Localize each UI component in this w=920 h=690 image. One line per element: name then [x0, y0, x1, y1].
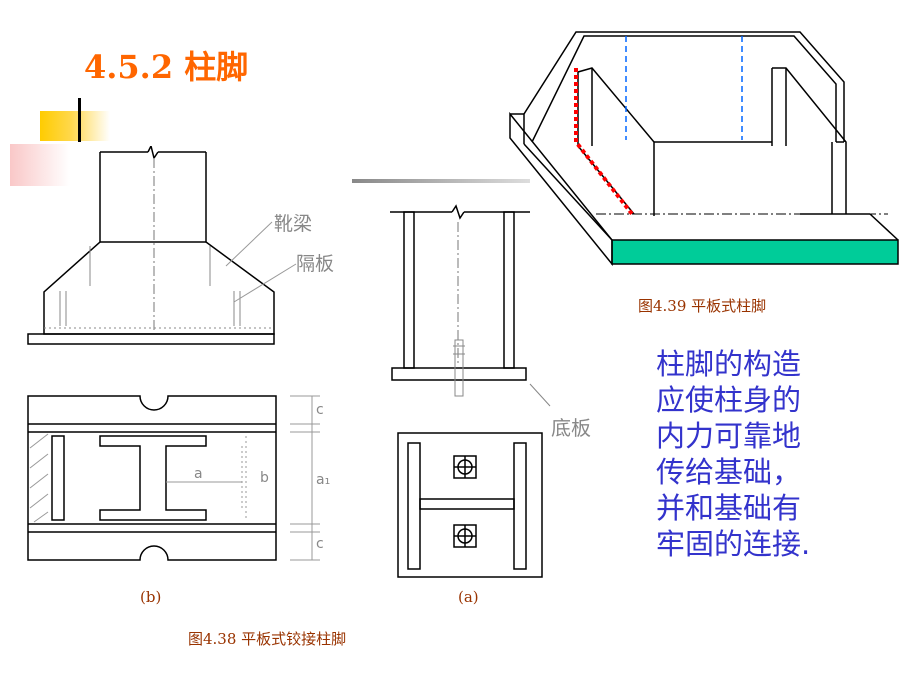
base-plate-label: 底板	[551, 416, 591, 440]
description-line: 柱脚的构造	[656, 347, 802, 381]
description-line: 传给基础，	[656, 455, 802, 489]
slide-title: 4.5.2 柱脚	[84, 48, 249, 86]
accent-shade	[10, 144, 70, 186]
column-base-elevation-drawing: 靴梁 隔板	[27, 146, 334, 345]
accent-divider	[78, 98, 81, 142]
boot-beam-label: 靴梁	[274, 213, 312, 235]
dimension-a-label: a	[194, 466, 203, 482]
column-base-elevation-drawing-a	[390, 204, 551, 407]
column-base-3d-drawing	[509, 31, 899, 267]
accent-bar	[40, 111, 110, 141]
dimension-a1-label: a₁	[316, 472, 330, 488]
dimension-c-top-label: c	[316, 402, 324, 418]
column-base-plan-drawing-a	[397, 432, 543, 578]
red-dotted-weld-line	[574, 68, 634, 216]
description-line: 应使柱身的	[656, 383, 802, 417]
figure-438-caption: 图4.38 平板式铰接柱脚	[188, 630, 347, 648]
base-plate-front	[611, 239, 899, 265]
description-line: 内力可靠地	[656, 419, 802, 453]
description-line: 牢固的连接.	[656, 527, 811, 561]
diaphragm-label: 隔板	[296, 253, 334, 275]
dimension-c-bottom-label: c	[316, 536, 324, 552]
description-line: 并和基础有	[656, 491, 802, 525]
dimension-b-label: b	[260, 470, 269, 486]
sublabel-a: (a)	[458, 588, 479, 606]
figure-439-caption: 图4.39 平板式柱脚	[638, 297, 767, 315]
column-base-plan-drawing-b: a b c a₁ c	[27, 395, 330, 561]
description-text: 柱脚的构造 应使柱身的 内力可靠地 传给基础， 并和基础有 牢固的连接.	[656, 346, 906, 562]
sublabel-b: (b)	[140, 588, 162, 606]
separator-line	[352, 179, 530, 183]
